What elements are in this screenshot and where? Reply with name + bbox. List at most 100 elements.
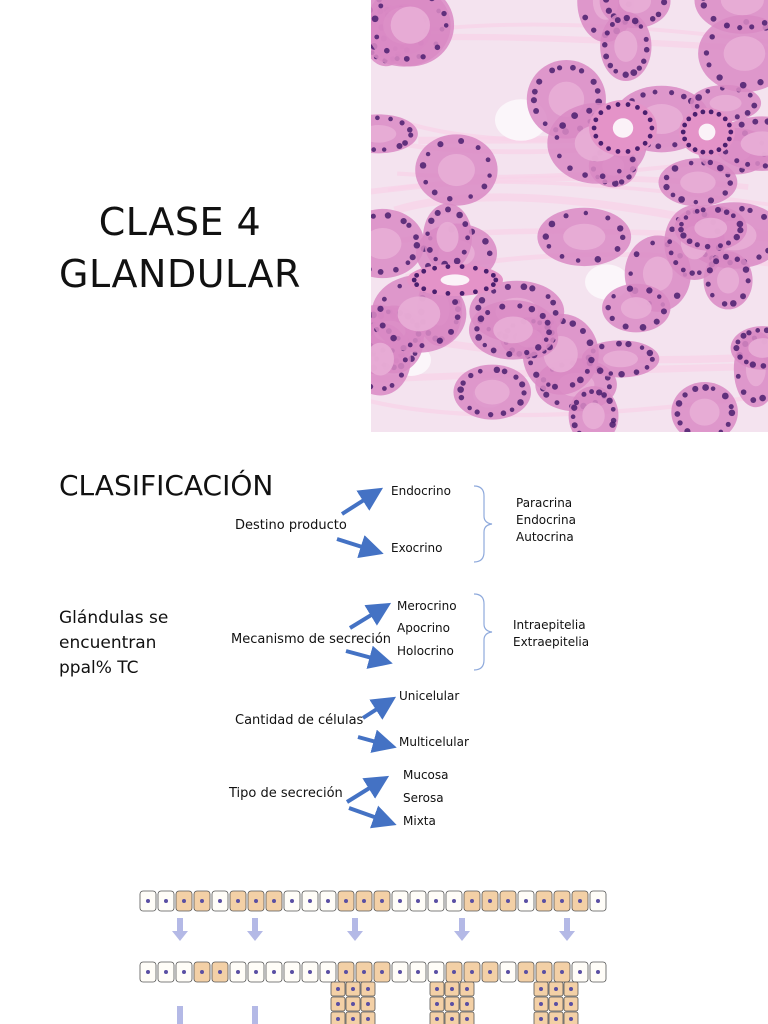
nucleus: [735, 339, 741, 345]
nucleus: [407, 127, 413, 133]
nucleus: [646, 287, 653, 294]
nucleus: [468, 194, 473, 199]
cell-nucleus: [326, 899, 330, 903]
nucleus: [708, 109, 714, 115]
nucleus: [533, 108, 540, 114]
nucleus: [474, 326, 480, 332]
group-label: Mecanismo de secreción: [231, 632, 392, 647]
nucleus: [482, 238, 489, 245]
nucleus: [607, 62, 614, 69]
cell-nucleus: [336, 1017, 340, 1021]
cell-nucleus: [290, 899, 294, 903]
cell-nucleus: [272, 970, 276, 974]
nucleus: [613, 68, 619, 74]
nucleus: [531, 88, 538, 95]
cell-nucleus: [351, 987, 355, 991]
nucleus: [573, 399, 580, 406]
nucleus: [454, 314, 461, 321]
nucleus: [739, 81, 747, 89]
nucleus: [468, 372, 474, 379]
nucleus: [586, 107, 593, 114]
nucleus: [577, 376, 584, 384]
cell-nucleus: [362, 899, 366, 903]
nucleus: [660, 308, 667, 315]
nucleus: [749, 24, 755, 30]
acinus-lumen: [474, 379, 510, 405]
nucleus: [722, 116, 728, 122]
arrow-up: [348, 602, 392, 630]
title-slide: CLASE 4 GLANDULAR: [0, 0, 768, 432]
cell-nucleus: [351, 1002, 355, 1006]
nucleus: [623, 14, 630, 22]
nucleus: [722, 142, 728, 148]
nucleus: [717, 243, 723, 249]
group-item: Multicelular: [399, 735, 469, 749]
nucleus: [591, 27, 597, 33]
nucleus: [750, 397, 757, 403]
cell-nucleus: [308, 899, 312, 903]
nucleus: [626, 174, 632, 180]
group-item: Exocrino: [391, 541, 443, 555]
nucleus: [734, 114, 740, 120]
nucleus: [474, 409, 480, 415]
cell-nucleus: [366, 1002, 370, 1006]
cell-nucleus: [524, 970, 528, 974]
nucleus: [733, 233, 740, 241]
nucleus: [710, 292, 715, 298]
nucleus: [570, 414, 576, 420]
nucleus: [622, 323, 629, 330]
slide-title: CLASE 4 GLANDULAR: [0, 196, 360, 300]
nucleus: [575, 258, 581, 263]
nucleus: [501, 368, 508, 375]
nucleus: [481, 183, 488, 190]
nucleus: [740, 389, 747, 395]
nucleus: [375, 115, 380, 121]
bracket-item: Extraepitelia: [513, 635, 590, 649]
acinus-lumen: [563, 223, 606, 251]
nucleus: [680, 93, 687, 100]
nucleus: [384, 47, 390, 54]
cell-nucleus: [554, 1017, 558, 1021]
nucleus: [406, 222, 412, 228]
cell-nucleus: [200, 899, 204, 903]
acinus-lumen: [619, 0, 652, 14]
cell-nucleus: [236, 899, 240, 903]
nucleus: [655, 143, 662, 150]
nucleus: [677, 420, 683, 426]
side-note-line: Glándulas se: [59, 608, 169, 628]
nucleus: [593, 117, 599, 123]
cell-nucleus: [164, 970, 168, 974]
nucleus: [673, 292, 681, 299]
nucleus: [762, 163, 768, 169]
nucleus: [680, 232, 687, 239]
cell-nucleus: [380, 970, 384, 974]
nucleus: [594, 88, 601, 94]
nucleus: [436, 337, 443, 344]
cell-nucleus: [435, 987, 439, 991]
acinus-lumen: [680, 171, 716, 194]
down-arrow: [454, 918, 470, 941]
nucleus: [583, 210, 589, 216]
nucleus: [432, 265, 437, 271]
nucleus: [374, 34, 380, 40]
group-item: Mucosa: [403, 768, 449, 782]
nucleus: [506, 351, 513, 358]
nucleus: [680, 267, 686, 273]
nucleus: [419, 343, 425, 349]
arrow-down: [357, 729, 397, 753]
nucleus: [670, 192, 676, 198]
nucleus: [443, 23, 449, 28]
nucleus: [400, 217, 407, 225]
duct-lumen: [698, 123, 716, 141]
nucleus: [493, 277, 499, 283]
group1-arrows: [336, 487, 384, 558]
nucleus: [614, 17, 621, 24]
cell-nucleus: [554, 987, 558, 991]
cell-nucleus: [416, 899, 420, 903]
down-arrow: [177, 1006, 183, 1024]
nucleus: [475, 304, 482, 311]
nucleus: [535, 344, 542, 351]
nucleus: [382, 386, 387, 391]
nucleus: [733, 345, 740, 352]
nucleus: [745, 161, 751, 167]
